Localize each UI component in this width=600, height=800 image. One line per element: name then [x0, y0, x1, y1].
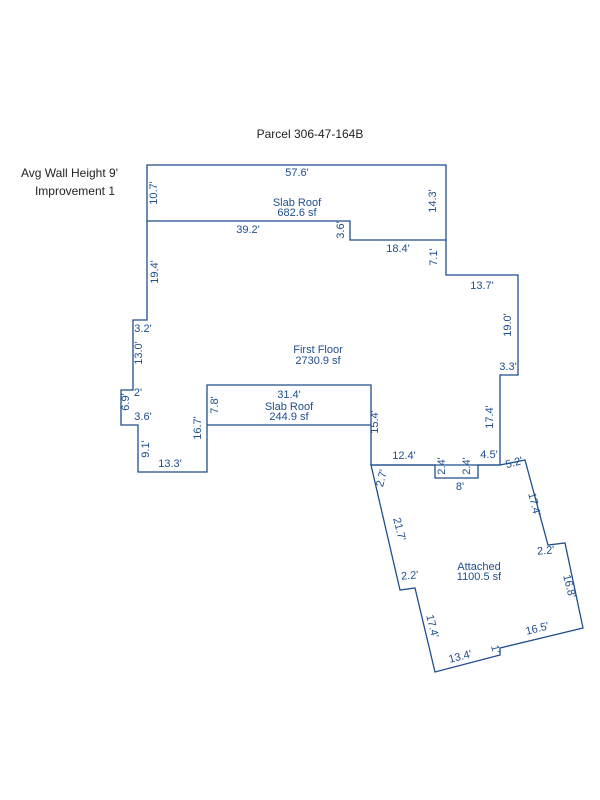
slab-roof-small-area: 244.9 sf	[269, 411, 309, 423]
dim-label: 4.5'	[480, 449, 497, 461]
dim-label: 19.4'	[149, 260, 161, 284]
dim-label: 8'	[456, 481, 464, 493]
dim-label: 21.7'	[390, 516, 407, 542]
dim-label: 13.7'	[470, 280, 494, 292]
dim-label: 1'	[488, 644, 502, 655]
dim-label: 14.3'	[427, 189, 439, 213]
improvement-label: Improvement 1	[35, 184, 115, 198]
dim-label: 13.3'	[158, 458, 182, 470]
dim-label: 13.0'	[133, 341, 145, 365]
dim-label: 2.2'	[537, 544, 555, 557]
dim-label: 3.2'	[134, 323, 151, 335]
dim-label: 15.4'	[369, 410, 381, 434]
dim-label: 2.7'	[374, 468, 390, 488]
dim-label: 10.7'	[148, 181, 160, 205]
dim-label: 3.6'	[335, 221, 347, 238]
dim-label: 7.8'	[209, 396, 221, 413]
first-floor-name: First Floor	[293, 344, 343, 356]
dim-label: 2'	[134, 387, 142, 399]
dim-label: 16.8'	[560, 573, 577, 599]
slab-roof-top-name: Slab Roof	[273, 197, 322, 209]
dim-label: 2.4'	[436, 457, 448, 474]
dim-label: 39.2'	[236, 224, 260, 236]
dim-label: 12.4'	[392, 450, 416, 462]
dim-label: 17.4'	[484, 405, 496, 429]
dim-label: 3.3'	[499, 361, 516, 373]
dim-label: 7.1'	[428, 248, 440, 265]
dim-label: 16.5'	[524, 620, 550, 637]
dim-label: 19.0'	[502, 313, 514, 337]
slab-roof-small-name: Slab Roof	[265, 401, 314, 413]
dim-label: 31.4'	[277, 389, 301, 401]
dim-label: 17.4'	[525, 491, 542, 517]
dim-label: 9.1'	[140, 440, 152, 457]
dim-label: 13.4'	[447, 648, 473, 665]
dim-label: 18.4'	[386, 243, 410, 255]
slab-roof-top-area: 682.6 sf	[277, 207, 317, 219]
dim-label: 6.9'	[120, 393, 132, 410]
dim-label: 5.2'	[504, 455, 524, 471]
building-outline	[120, 164, 519, 479]
dim-label: 17.4'	[423, 613, 440, 639]
dim-label: 16.7'	[192, 416, 204, 440]
dim-label: 3.6'	[134, 411, 151, 423]
attached-name: Attached	[457, 561, 500, 573]
attached-outline	[370, 459, 584, 673]
dim-label: 2.4'	[461, 457, 473, 474]
first-floor-area: 2730.9 sf	[295, 355, 341, 367]
slab-roof-top-divider	[147, 220, 446, 241]
avg-wall-height-label: Avg Wall Height 9'	[21, 166, 118, 180]
dim-label: 57.6'	[285, 167, 309, 179]
attached-area: 1100.5 sf	[457, 571, 502, 583]
parcel-label: Parcel 306-47-164B	[257, 127, 364, 141]
dim-label: 2.2'	[401, 569, 419, 582]
